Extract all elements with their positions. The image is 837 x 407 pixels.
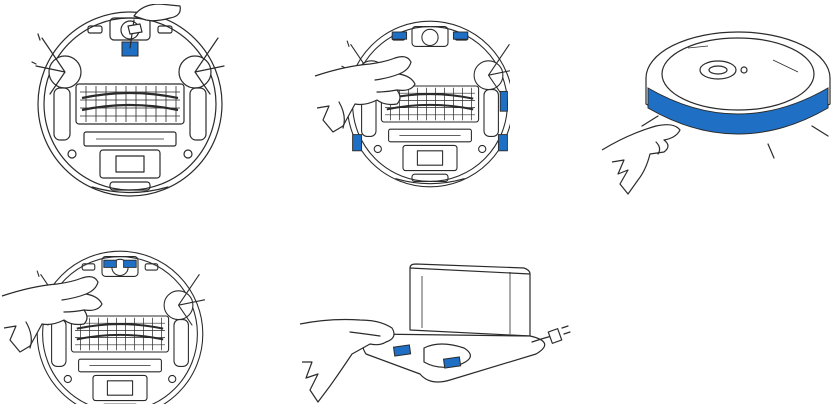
robot-bottom-view [30,10,226,198]
highlighted-contact-right [442,356,462,369]
hand-with-cloth-icon [601,124,681,195]
highlighted-contact-left [392,344,412,357]
figure-robot-bottom-sensor-cleaning [30,4,230,199]
highlighted-sensor [121,41,139,57]
figure-robot-bottom-wipe-sensors [305,14,510,204]
hand-with-cloth-icon [300,318,395,403]
figure-dock-wipe-charging-contacts [300,262,572,407]
figure-robot-bottom-wipe-charging-contacts [0,244,215,404]
hand-icon [133,4,181,22]
figure-robot-bumper-wipe [598,30,834,202]
highlighted-bumper [647,87,829,135]
